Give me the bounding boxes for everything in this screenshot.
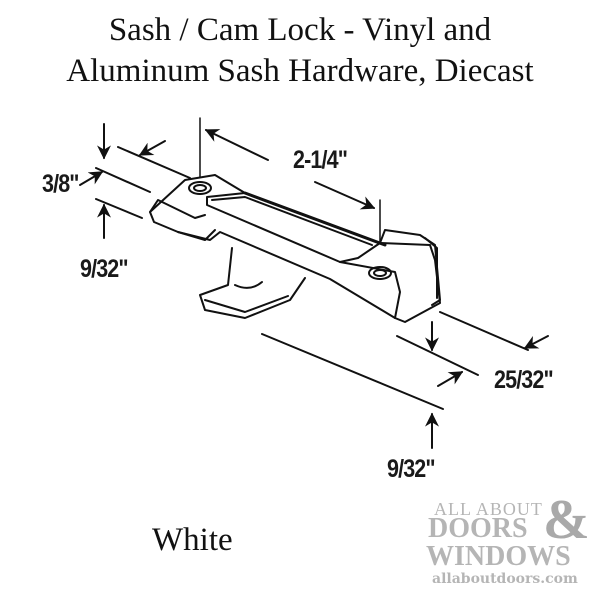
dimension-height-top: 3/8": [42, 170, 79, 198]
product-title: Sash / Cam Lock - Vinyl and Aluminum Sas…: [0, 10, 600, 92]
logo-ampersand: &: [543, 489, 590, 551]
dimension-height-left: 9/32": [80, 255, 129, 283]
title-line-2: Aluminum Sash Hardware, Diecast: [66, 53, 534, 89]
logo-line-1: ALL ABOUT: [434, 499, 543, 519]
logo-url: allaboutdoors.com: [432, 571, 578, 587]
title-line-1: Sash / Cam Lock - Vinyl and: [108, 12, 492, 48]
dimension-hole-spacing: 2-1/4": [293, 146, 348, 174]
dimension-height-bottom: 9/32": [387, 455, 436, 483]
brand-logo: ALL ABOUT DOORS & WINDOWS allaboutdoors.…: [418, 489, 600, 596]
logo-line-2: DOORS: [428, 513, 528, 544]
logo-line-3: WINDOWS: [426, 541, 571, 572]
finish-label: White: [152, 522, 233, 558]
dimension-width: 25/32": [494, 366, 554, 394]
